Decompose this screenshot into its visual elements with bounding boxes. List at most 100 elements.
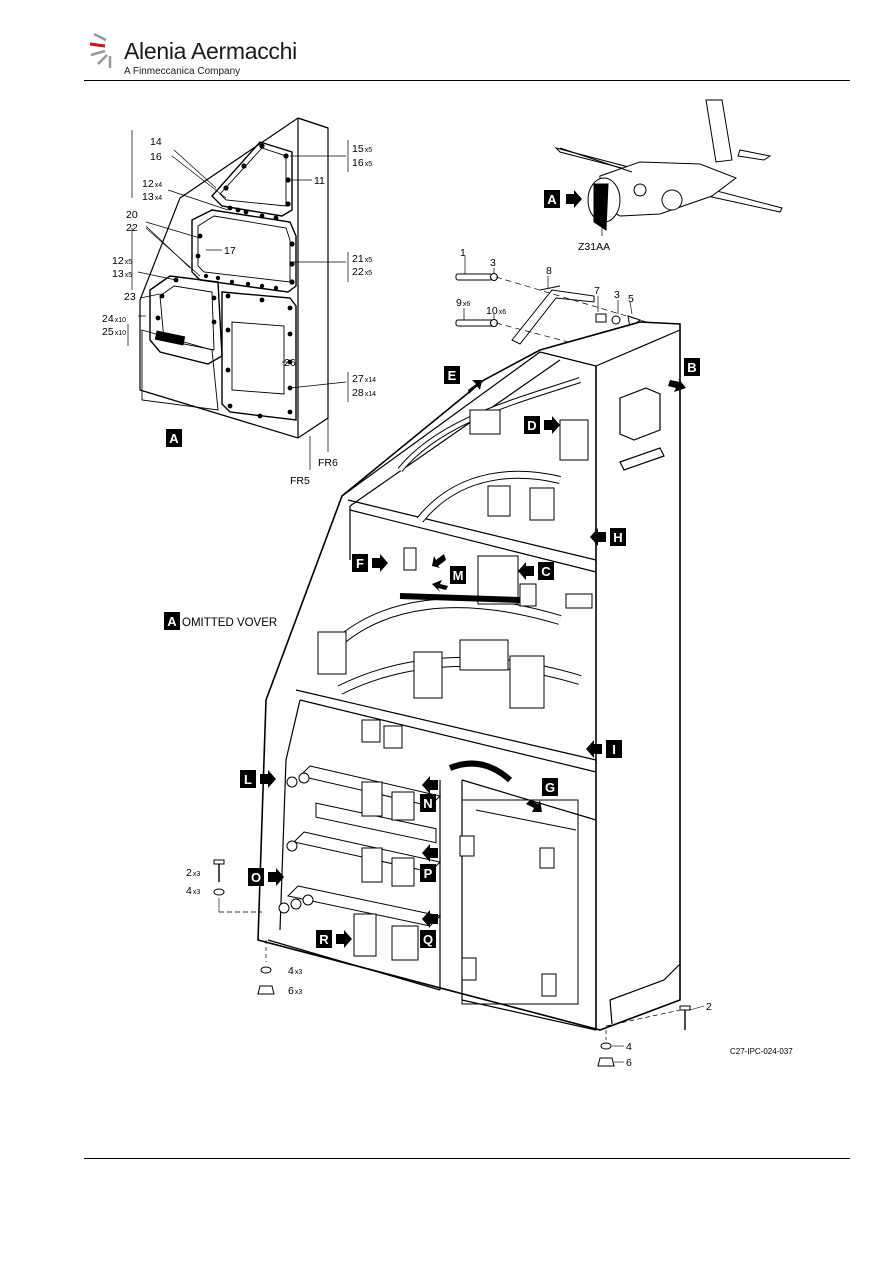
svg-text:23: 23 — [124, 291, 136, 303]
svg-text:8: 8 — [546, 265, 552, 277]
svg-text:I: I — [612, 742, 616, 757]
bracket-callout-8: 8 — [546, 265, 552, 277]
svg-text:22x5: 22x5 — [352, 266, 372, 278]
callout-17: 17 — [224, 245, 236, 257]
svg-text:G: G — [545, 780, 555, 795]
svg-text:F: F — [356, 556, 364, 571]
svg-text:25x10: 25x10 — [102, 326, 126, 338]
svg-text:27x14: 27x14 — [352, 373, 376, 385]
logo-swoosh-icon — [89, 32, 112, 68]
svg-text:A: A — [169, 431, 179, 446]
svg-text:A: A — [167, 614, 177, 629]
svg-text:C: C — [541, 564, 551, 579]
svg-text:11: 11 — [314, 175, 325, 187]
hw-right-callout-6: 6 — [626, 1057, 632, 1069]
svg-text:12x4: 12x4 — [142, 178, 162, 190]
callout-23: 23 — [124, 291, 136, 303]
omitted-note-text: OMITTED VOVER — [182, 617, 277, 629]
callout-20: 20 — [126, 209, 138, 221]
callout-13: 13 — [142, 191, 154, 203]
view-flag-a: A — [166, 429, 182, 447]
hw-right-callout-4: 4 — [626, 1041, 632, 1053]
svg-text:5: 5 — [628, 293, 634, 305]
callout-12: 12 — [142, 178, 154, 190]
svg-text:4x3: 4x3 — [186, 885, 200, 897]
bracket-callout-10: 10 — [486, 305, 498, 317]
svg-text:13x4: 13x4 — [142, 191, 162, 203]
svg-text:22: 22 — [126, 222, 138, 234]
cover-leaders — [127, 130, 349, 470]
bracket-group — [455, 273, 661, 356]
hw-callout-2: 2 — [186, 867, 192, 879]
svg-text:4x3: 4x3 — [288, 965, 302, 977]
detail-flag-p: P — [420, 844, 438, 882]
svg-text:10x6: 10x6 — [486, 305, 506, 317]
svg-text:15x5: 15x5 — [352, 143, 372, 155]
svg-text:20: 20 — [126, 209, 138, 221]
detail-flag-f: F — [352, 554, 388, 572]
zone-label: Z31AA — [578, 241, 610, 253]
svg-text:R: R — [319, 932, 329, 947]
svg-text:L: L — [244, 772, 252, 787]
detail-flag-c: C — [518, 562, 554, 580]
detail-flag-m: M — [432, 554, 466, 592]
callout-26: 26 — [284, 357, 296, 369]
detail-flag-l: L — [240, 770, 276, 788]
detail-flag-e: E — [444, 366, 482, 394]
svg-text:3: 3 — [490, 257, 496, 269]
detail-flag-d: D — [524, 416, 560, 434]
hardware-left — [213, 859, 275, 995]
svg-text:26: 26 — [284, 357, 296, 369]
detail-flag-o: N — [420, 776, 438, 812]
cover-panel-view — [139, 117, 329, 439]
callout-11: 11 — [314, 175, 325, 187]
callout-12b: 12 — [112, 255, 124, 267]
svg-text:E: E — [448, 368, 457, 383]
bracket-callout-3b: 3 — [614, 289, 620, 301]
detail-flag-i: I — [586, 740, 622, 758]
hw-right-callout-2: 2 — [706, 1001, 712, 1013]
svg-text:M: M — [453, 568, 464, 583]
svg-text:N: N — [423, 796, 432, 811]
bracket-callout-3: 3 — [490, 257, 496, 269]
company-logo — [88, 24, 288, 80]
svg-text:P: P — [424, 866, 433, 881]
brand-subtitle: A Finmeccanica Company — [124, 66, 241, 77]
omitted-note: A OMITTED VOVER — [164, 612, 277, 630]
svg-text:7: 7 — [594, 285, 600, 297]
bracket-callout-5: 5 — [628, 293, 634, 305]
hw-callout-4: 4 — [186, 885, 192, 897]
svg-text:14: 14 — [150, 136, 162, 148]
svg-text:24x10: 24x10 — [102, 313, 126, 325]
bracket-leaders — [463, 256, 633, 320]
svg-text:H: H — [613, 530, 622, 545]
frame-fr6: FR6 — [318, 457, 338, 469]
equipment-rack — [257, 321, 681, 1031]
svg-text:3: 3 — [614, 289, 620, 301]
svg-text:D: D — [527, 418, 536, 433]
callout-16: 16 — [150, 151, 162, 163]
callout-27: 27 — [352, 373, 364, 385]
callout-22b: 22 — [352, 266, 364, 278]
svg-text:6x3: 6x3 — [288, 985, 302, 997]
callout-14: 14 — [150, 136, 162, 148]
hw-callout-6: 6 — [288, 985, 294, 997]
detail-flags: E B D H F M — [240, 358, 700, 948]
detail-flag-q: Q — [420, 910, 438, 948]
callout-28: 28 — [352, 387, 364, 399]
hw-callout-4b: 4 — [288, 965, 294, 977]
footer-rule — [84, 1158, 850, 1159]
figure-code: C27-IPC-024-037 — [730, 1047, 793, 1056]
brand-name: Alenia Aermacchi — [124, 38, 297, 64]
svg-text:9x6: 9x6 — [456, 297, 470, 309]
detail-flag-g: G — [526, 778, 558, 812]
detail-flag-h: H — [590, 528, 626, 546]
header-rule — [84, 80, 850, 81]
svg-text:17: 17 — [224, 245, 236, 257]
cover-fasteners — [155, 143, 295, 419]
svg-text:13x5: 13x5 — [112, 268, 132, 280]
svg-text:B: B — [687, 360, 696, 375]
svg-text:Q: Q — [423, 932, 433, 947]
detail-flag-b: B — [668, 358, 700, 392]
